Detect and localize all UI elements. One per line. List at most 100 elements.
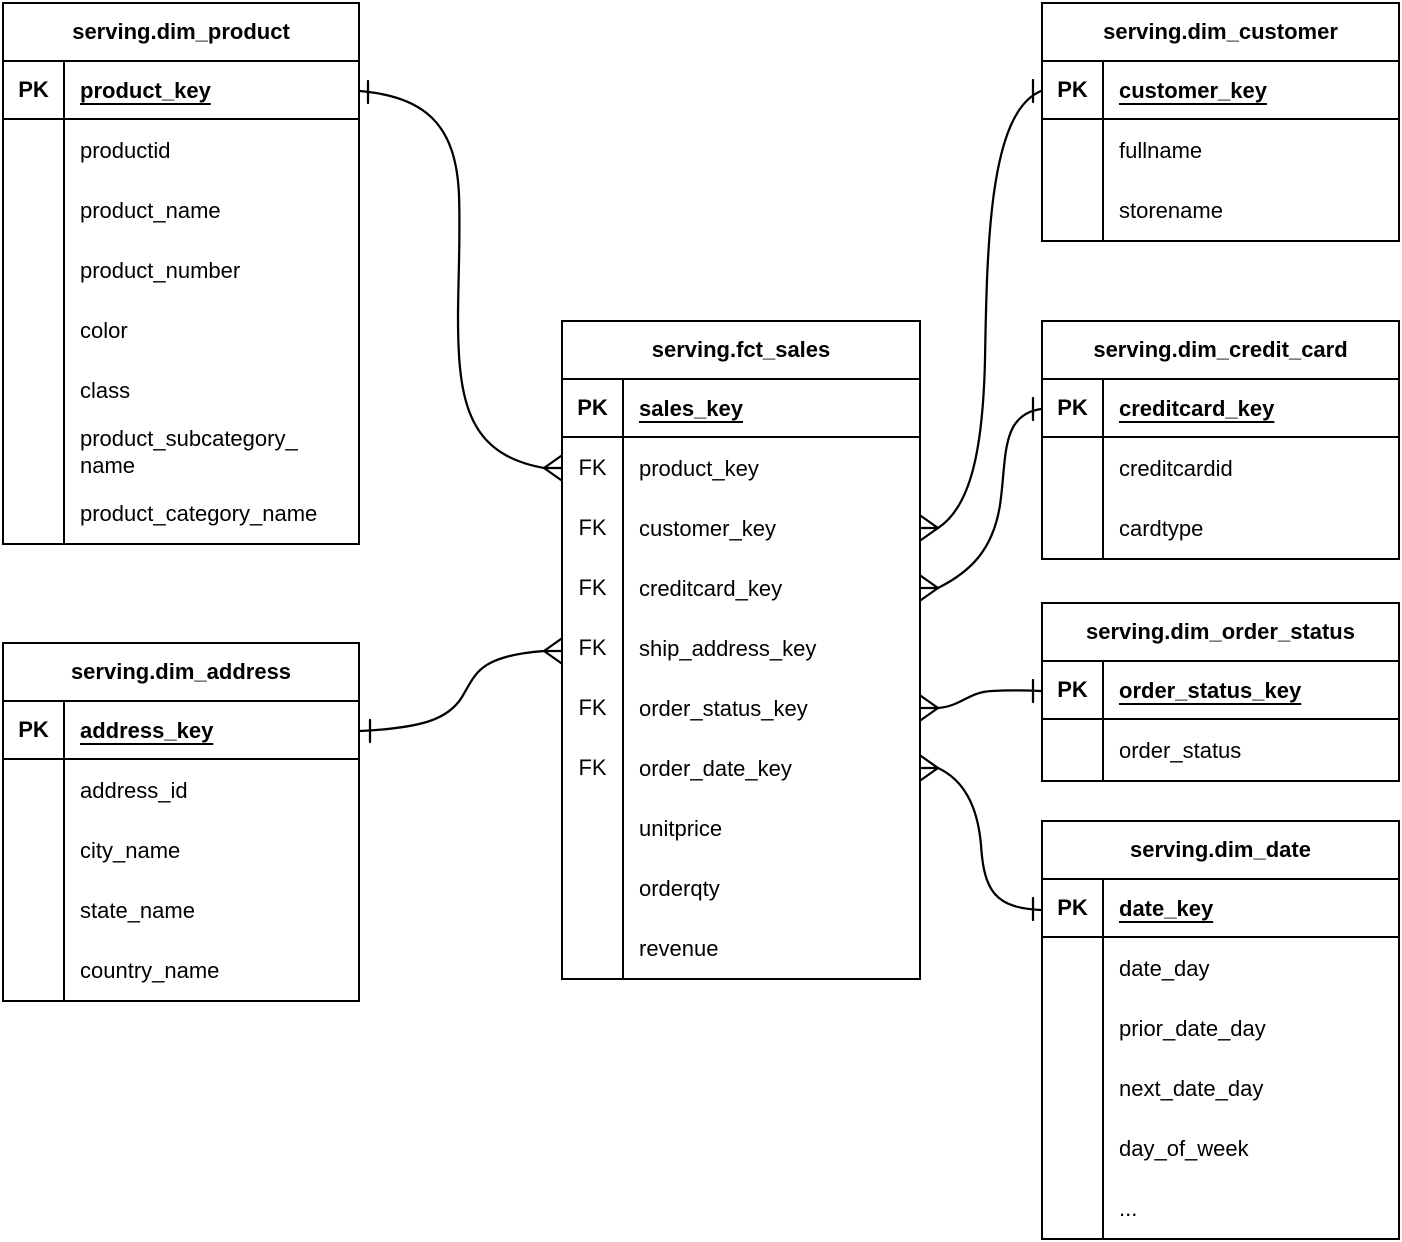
table-dim-customer: serving.dim_customer PK customer_key ful… bbox=[1041, 2, 1400, 242]
field-name: prior_date_day bbox=[1119, 1015, 1266, 1041]
key-badge bbox=[1043, 498, 1104, 558]
key-badge bbox=[563, 858, 624, 918]
field-name: revenue bbox=[639, 935, 719, 961]
fk-badge: FK bbox=[563, 438, 624, 498]
field-name: product_category_name bbox=[80, 500, 318, 526]
relationship-fct-sales-to-dim-address bbox=[358, 637, 563, 744]
key-badge bbox=[1043, 998, 1104, 1058]
field-row: product_number bbox=[4, 240, 358, 300]
table-title: serving.dim_credit_card bbox=[1043, 322, 1398, 380]
pk-row: PK order_status_key bbox=[1043, 662, 1398, 720]
fk-badge: FK bbox=[563, 558, 624, 618]
field-name: country_name bbox=[80, 957, 220, 983]
table-dim-date: serving.dim_date PK date_key date_day pr… bbox=[1041, 820, 1400, 1240]
table-title: serving.dim_order_status bbox=[1043, 604, 1398, 662]
table-title: serving.dim_address bbox=[4, 644, 358, 702]
crow-foot-many-marker bbox=[919, 574, 940, 602]
key-badge bbox=[4, 360, 65, 420]
field-row: storename bbox=[1043, 180, 1398, 240]
field-row: FK order_date_key bbox=[563, 738, 919, 798]
field-row: city_name bbox=[4, 820, 358, 880]
field-row: FK product_key bbox=[563, 438, 919, 498]
pk-field-name: creditcard_key bbox=[1119, 395, 1275, 421]
field-name: day_of_week bbox=[1119, 1135, 1249, 1161]
key-badge bbox=[1043, 1118, 1104, 1178]
field-name: creditcardid bbox=[1119, 455, 1233, 481]
key-badge bbox=[563, 798, 624, 858]
fk-badge: FK bbox=[563, 618, 624, 678]
field-name: productid bbox=[80, 137, 171, 163]
field-name: storename bbox=[1119, 197, 1223, 223]
fk-badge: FK bbox=[563, 498, 624, 558]
field-row: revenue bbox=[563, 918, 919, 978]
crow-foot-many-marker bbox=[542, 454, 563, 482]
field-name: product_key bbox=[639, 455, 759, 481]
key-badge bbox=[4, 483, 65, 543]
field-name: cardtype bbox=[1119, 515, 1204, 541]
pk-field-name: address_key bbox=[80, 717, 214, 743]
pk-row: PK creditcard_key bbox=[1043, 380, 1398, 438]
field-name: address_id bbox=[80, 777, 188, 803]
field-name: product_subcategory_ name bbox=[80, 425, 298, 478]
table-body: productid product_name product_number co… bbox=[4, 120, 358, 543]
table-title: serving.dim_product bbox=[4, 4, 358, 62]
field-name: order_date_key bbox=[639, 755, 792, 781]
field-row: cardtype bbox=[1043, 498, 1398, 558]
field-row: class bbox=[4, 360, 358, 420]
field-name: class bbox=[80, 377, 131, 403]
field-row: FK ship_address_key bbox=[563, 618, 919, 678]
field-row: order_status bbox=[1043, 720, 1398, 780]
key-badge bbox=[1043, 180, 1104, 240]
key-badge bbox=[4, 180, 65, 240]
field-name: color bbox=[80, 317, 128, 343]
crow-foot-many-marker bbox=[919, 514, 940, 542]
field-name: creditcard_key bbox=[639, 575, 783, 601]
key-badge bbox=[4, 300, 65, 360]
pk-badge: PK bbox=[563, 380, 624, 436]
relationship-fct-sales-to-dim-product bbox=[358, 79, 563, 482]
pk-badge: PK bbox=[1043, 662, 1104, 718]
table-body: fullname storename bbox=[1043, 120, 1398, 240]
field-row: unitprice bbox=[563, 798, 919, 858]
field-name: state_name bbox=[80, 897, 195, 923]
table-title: serving.dim_customer bbox=[1043, 4, 1398, 62]
relationship-fct-sales-to-dim-date bbox=[919, 754, 1043, 922]
key-badge bbox=[1043, 1058, 1104, 1118]
key-badge bbox=[4, 420, 65, 483]
relationship-fct-sales-to-dim-order-status bbox=[919, 678, 1043, 722]
field-row: prior_date_day bbox=[1043, 998, 1398, 1058]
field-row: product_category_name bbox=[4, 483, 358, 543]
field-row: color bbox=[4, 300, 358, 360]
field-row: date_day bbox=[1043, 938, 1398, 998]
relationship-fct-sales-to-dim-credit-card bbox=[919, 396, 1043, 602]
key-badge bbox=[563, 918, 624, 978]
field-row: product_name bbox=[4, 180, 358, 240]
field-row: orderqty bbox=[563, 858, 919, 918]
field-name: product_number bbox=[80, 257, 241, 283]
table-dim-order-status: serving.dim_order_status PK order_status… bbox=[1041, 602, 1400, 782]
pk-row: PK address_key bbox=[4, 702, 358, 760]
crow-foot-many-marker bbox=[919, 694, 940, 722]
table-title: serving.dim_date bbox=[1043, 822, 1398, 880]
key-badge bbox=[4, 120, 65, 180]
field-name: city_name bbox=[80, 837, 181, 863]
pk-field-name: customer_key bbox=[1119, 77, 1267, 103]
field-row: country_name bbox=[4, 940, 358, 1000]
pk-field-name: product_key bbox=[80, 77, 211, 103]
field-name: next_date_day bbox=[1119, 1075, 1264, 1101]
table-body: order_status bbox=[1043, 720, 1398, 780]
key-badge bbox=[1043, 120, 1104, 180]
crow-foot-many-marker bbox=[542, 637, 563, 665]
key-badge bbox=[4, 760, 65, 820]
field-row: creditcardid bbox=[1043, 438, 1398, 498]
pk-row: PK product_key bbox=[4, 62, 358, 120]
field-name: ship_address_key bbox=[639, 635, 817, 661]
pk-field-name: sales_key bbox=[639, 395, 743, 421]
field-name: ... bbox=[1119, 1195, 1138, 1221]
field-row: fullname bbox=[1043, 120, 1398, 180]
fk-badge: FK bbox=[563, 738, 624, 798]
crow-foot-many-marker bbox=[919, 754, 940, 782]
